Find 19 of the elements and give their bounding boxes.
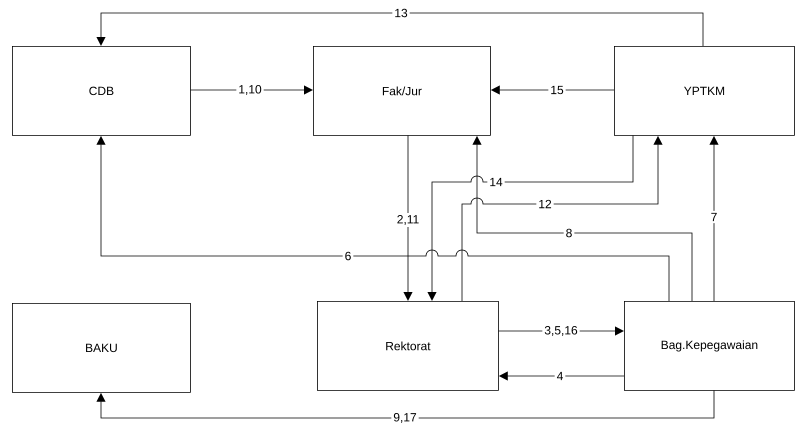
edge-label: 9,17 xyxy=(391,411,419,425)
edge-label: 12 xyxy=(536,198,554,210)
edge-label: 7 xyxy=(708,210,720,224)
edge-label: 4 xyxy=(554,370,566,382)
edge-label: 13 xyxy=(392,6,410,20)
edge-label: 2,11 xyxy=(394,213,422,227)
edge-label: 1,10 xyxy=(236,83,264,97)
process-box: Fak/Jur xyxy=(313,46,491,136)
process-box: BAKU xyxy=(12,303,191,393)
edge-label: 8 xyxy=(564,226,574,240)
process-box: Bag.Kepegawaian xyxy=(624,301,795,391)
arrow xyxy=(96,390,714,418)
process-box: Rektorat xyxy=(317,301,499,391)
edge-label: 6 xyxy=(342,250,354,262)
edge-label: 3,5,16 xyxy=(542,324,580,338)
edge-label: 14 xyxy=(487,176,505,188)
process-box: YPTKM xyxy=(614,46,795,136)
edge-label: 15 xyxy=(548,84,566,96)
process-box: CDB xyxy=(12,46,191,136)
